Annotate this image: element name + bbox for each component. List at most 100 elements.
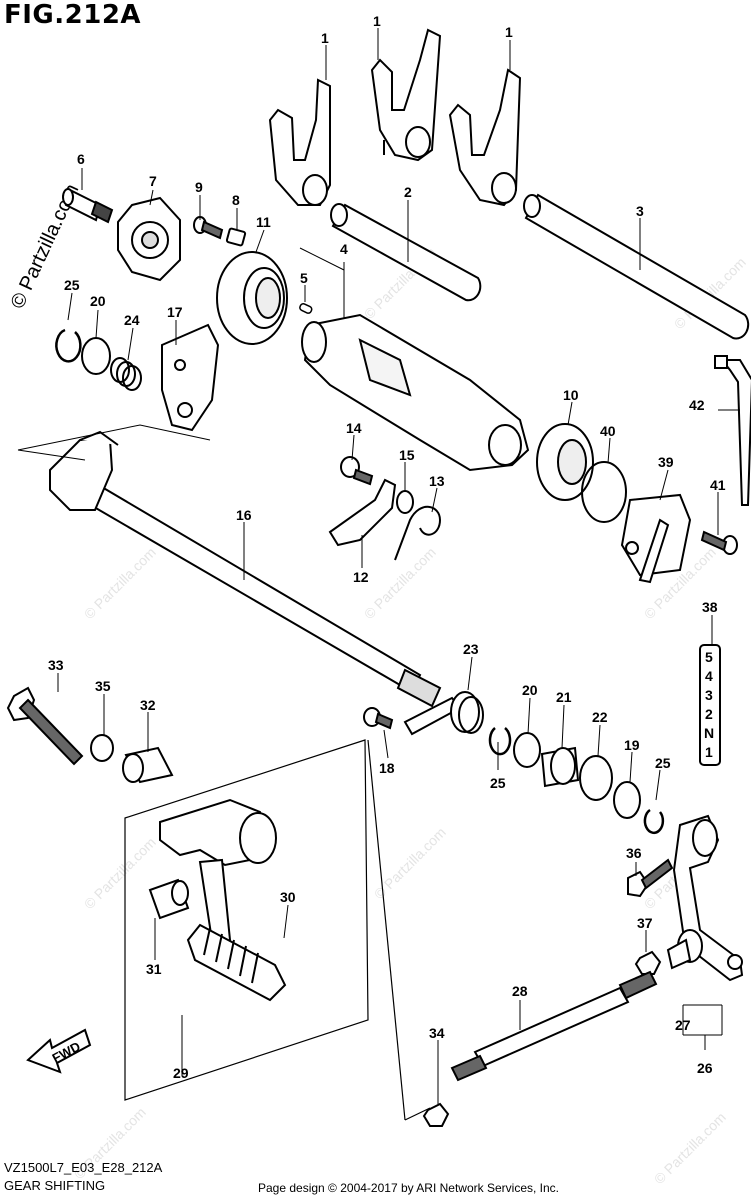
- leader-line-box-2: [404, 1107, 431, 1121]
- washer-20-upper: [81, 337, 111, 375]
- leader-lines: [57, 28, 740, 1104]
- cam-stopper: [161, 323, 220, 432]
- fwd-label: FWD: [50, 1039, 83, 1066]
- shift-rod-28: [450, 970, 658, 1082]
- callout: 30: [280, 889, 296, 905]
- gearshift-shaft: [49, 430, 442, 708]
- callout: 37: [637, 915, 653, 931]
- callout: 33: [48, 657, 64, 673]
- callout: 1: [373, 13, 381, 29]
- spring-24: [110, 357, 142, 391]
- circlip-25-mid: [488, 727, 512, 756]
- rod-end-27: [666, 929, 703, 970]
- section-title: GEAR SHIFTING: [4, 1178, 106, 1193]
- callout: 1: [505, 24, 513, 40]
- screw: [193, 216, 224, 240]
- gear-position-switch: [620, 493, 692, 584]
- spacer-32: [122, 746, 174, 784]
- figure-title: FIG.212A: [4, 0, 142, 30]
- gear-shift-cam: [301, 313, 530, 472]
- callout: 35: [95, 678, 111, 694]
- callout: 20: [522, 682, 538, 698]
- callout: 20: [90, 293, 106, 309]
- leader-line-box: [367, 739, 406, 1121]
- return-spring-23: [403, 691, 484, 736]
- callout: 9: [195, 179, 203, 195]
- gear-position: N: [704, 725, 714, 741]
- watermark: © Partzilla.com: [81, 544, 159, 622]
- o-ring-40: [581, 461, 627, 523]
- callout: 21: [556, 689, 572, 705]
- bush-31: [148, 878, 190, 920]
- nut-34: [422, 1102, 450, 1127]
- callout: 34: [429, 1025, 445, 1041]
- washer-15: [396, 490, 414, 514]
- callout: 17: [167, 304, 183, 320]
- gear-position: 4: [705, 668, 713, 684]
- cam-driven-gear: [117, 196, 181, 282]
- callout: 1: [321, 30, 329, 46]
- copyright-notice: Page design © 2004-2017 by ARI Network S…: [258, 1181, 560, 1195]
- callout: 42: [689, 397, 705, 413]
- callout: 31: [146, 961, 162, 977]
- callout: 28: [512, 983, 528, 999]
- gear-position-list: 5 4 3 2 N 1: [704, 649, 714, 760]
- gear-indicator-label: [699, 644, 721, 766]
- washer-20-mid: [513, 732, 541, 768]
- fwd-arrow-icon: FWD: [26, 1028, 92, 1074]
- bolt-18: [363, 707, 394, 730]
- callout: 36: [626, 845, 642, 861]
- leader-triangle: [17, 424, 211, 461]
- nut-37: [634, 950, 662, 975]
- watermark: © Partzilla.com: [651, 1109, 729, 1187]
- callout: 23: [463, 641, 479, 657]
- washer-35: [90, 734, 114, 762]
- bearing-22: [579, 755, 613, 801]
- screw-41: [700, 530, 738, 555]
- shift-fork-3: [448, 68, 522, 207]
- cam-pin: [299, 302, 313, 314]
- callout: 8: [232, 192, 240, 208]
- callout: 4: [340, 241, 348, 257]
- bearing-11: [216, 251, 288, 345]
- bolt-33: [6, 686, 84, 766]
- callout: 14: [346, 420, 362, 436]
- lever-rubber-30: [186, 923, 287, 1002]
- callout: 41: [710, 477, 726, 493]
- callout: 13: [429, 473, 445, 489]
- watermark: © Partzilla.com: [361, 544, 439, 622]
- shift-fork-2: [370, 28, 442, 162]
- callout: 25: [490, 775, 506, 791]
- callout: 22: [592, 709, 608, 725]
- callout: 40: [600, 423, 616, 439]
- callout: 7: [149, 173, 157, 189]
- callout-labels: 1 1 1 2 3 4 5 6 7 8 9 10 11 12 13 14 15 …: [48, 13, 726, 1081]
- callout: 15: [399, 447, 415, 463]
- callout: 12: [353, 569, 369, 585]
- callout: 19: [624, 737, 640, 753]
- callout: 11: [256, 214, 271, 230]
- gear-position: 2: [705, 706, 713, 722]
- bearing-10: [536, 423, 594, 501]
- bearing-21: [540, 746, 580, 788]
- gear-position: 1: [705, 744, 713, 760]
- watermark: © Partzilla.com: [81, 834, 159, 912]
- cam-stopper-pin: [62, 188, 114, 224]
- callout: 6: [77, 151, 85, 167]
- spring-13: [394, 505, 442, 561]
- callout: 25: [64, 277, 80, 293]
- callout: 27: [675, 1017, 691, 1033]
- shift-fork-1: [268, 78, 331, 206]
- callout: 10: [563, 387, 579, 403]
- fork-shaft-3: [523, 193, 750, 340]
- callout: 29: [173, 1065, 189, 1081]
- callout: 16: [236, 507, 252, 523]
- washer-19: [613, 781, 641, 819]
- callout: 26: [697, 1060, 713, 1076]
- clamp-42: [714, 355, 751, 506]
- callout: 3: [636, 203, 644, 219]
- bolt-14: [340, 456, 374, 486]
- model-code: VZ1500L7_E03_E28_212A: [4, 1160, 163, 1175]
- callout: 18: [379, 760, 395, 776]
